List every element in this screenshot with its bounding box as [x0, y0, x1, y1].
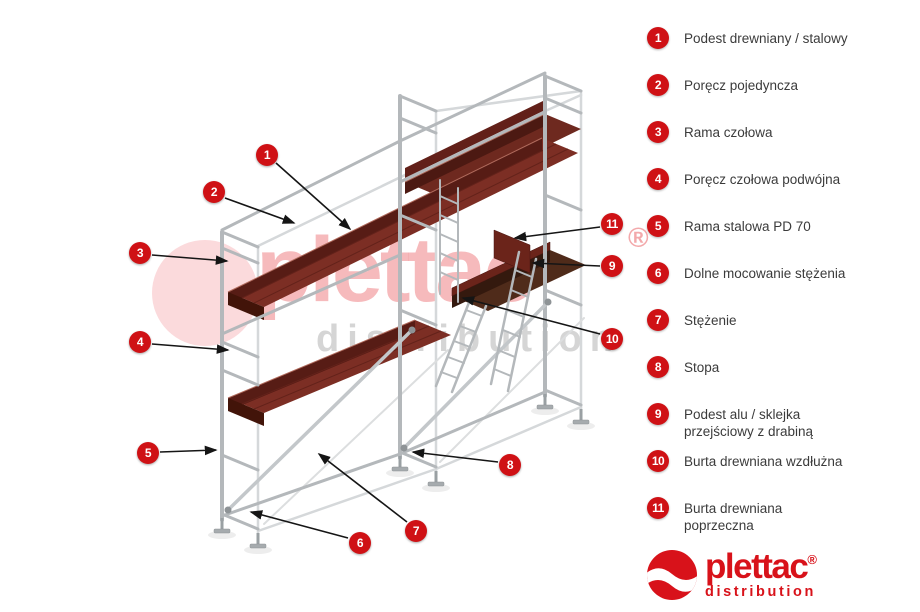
legend-item: 3 Rama czołowa: [647, 121, 909, 143]
legend-badge: 5: [647, 215, 669, 237]
guardrail-single: [220, 71, 547, 232]
foot-plate: [249, 533, 267, 549]
legend-item: 6 Dolne mocowanie stężenia: [647, 262, 909, 284]
legend-item: 8 Stopa: [647, 356, 909, 378]
callout-arrow-5: [159, 445, 218, 456]
callout-marker-10: 10: [601, 328, 623, 350]
legend-item: 7 Stężenie: [647, 309, 909, 331]
base-feet: [213, 394, 590, 549]
legend-label: Burta drewniana poprzeczna: [684, 501, 783, 533]
brand-logo-sub: distribution: [705, 583, 816, 600]
ladders: [434, 179, 538, 394]
legend-label: Poręcz czołowa podwójna: [684, 172, 841, 187]
deck-top-right: [404, 100, 581, 197]
legend-label: Dolne mocowanie stężenia: [684, 266, 846, 281]
legend-badge: 11: [647, 497, 669, 519]
legend-item: 5 Rama stalowa PD 70: [647, 215, 909, 237]
callout-arrow-4: [151, 343, 230, 354]
legend-badge: 4: [647, 168, 669, 190]
base-ledger: [220, 390, 547, 518]
ladder-vertical: [439, 179, 459, 303]
scaffold-frames: [220, 74, 583, 531]
callout-marker-2: 2: [203, 181, 225, 203]
legend-label: Rama stalowa PD 70: [684, 219, 811, 234]
brace-bay1: [226, 328, 414, 512]
callout-arrow-1: [275, 162, 352, 231]
legend-item: 2 Poręcz pojedyncza: [647, 74, 909, 96]
callout-arrow-3: [151, 254, 229, 265]
legend-label: Poręcz pojedyncza: [684, 78, 799, 93]
legend-label: Podest drewniany / stalowy: [684, 31, 848, 46]
legend-badge: 1: [647, 27, 669, 49]
deck-transition-platform: [451, 229, 586, 311]
brand-logo-words: plettac® distribution: [705, 547, 817, 600]
ladder-platform: [434, 298, 488, 394]
foot-plate: [391, 456, 409, 472]
callout-marker-5: 5: [137, 442, 159, 464]
guardrails: [220, 71, 547, 518]
legend-label: Burta drewniana wzdłużna: [684, 454, 843, 469]
callout-arrow-8: [411, 448, 499, 463]
legend-item: 10 Burta drewniana wzdłużna: [647, 450, 909, 472]
brace-couplers: [224, 298, 552, 514]
callout-arrow-6: [249, 510, 349, 539]
legend-badge: 3: [647, 121, 669, 143]
foot-plate: [572, 409, 590, 425]
callout-marker-3: 3: [129, 242, 151, 264]
brand-logo-name: plettac®: [705, 547, 817, 587]
brand-logo: plettac® distribution: [646, 549, 817, 601]
callout-arrow-10: [461, 296, 601, 335]
callout-marker-4: 4: [129, 331, 151, 353]
callout-arrow-9: [531, 258, 601, 269]
legend-label: Stopa: [684, 360, 720, 375]
callout-marker-6: 6: [349, 532, 371, 554]
callout-arrow-2: [224, 197, 296, 224]
legend-item: 4 Poręcz czołowa podwójna: [647, 168, 909, 190]
deck-lower-left: [227, 319, 451, 426]
callout-marker-7: 7: [405, 520, 427, 542]
foot-plate: [536, 394, 554, 410]
legend-item: 9 Podest alu / sklejka przejściowy z dra…: [647, 403, 909, 439]
brand-logo-mark: [647, 550, 697, 600]
end-guardrail-double-bottom: [220, 368, 260, 387]
legend-label: Stężenie: [684, 313, 737, 328]
callout-arrow-11: [513, 226, 601, 242]
deck-upper-long: [227, 137, 578, 320]
legend-badge: 7: [647, 309, 669, 331]
foot-plate: [427, 471, 445, 487]
foot-plate: [213, 518, 231, 534]
legend: 1 Podest drewniany / stalowy 2 Poręcz po…: [647, 27, 909, 544]
diagonal-braces: [224, 298, 552, 514]
callout-marker-11: 11: [601, 213, 623, 235]
legend-badge: 6: [647, 262, 669, 284]
callout-arrow-7: [317, 453, 408, 523]
legend-badge: 9: [647, 403, 669, 425]
toe-board-transverse: [493, 229, 531, 274]
legend-badge: 10: [647, 450, 669, 472]
ladder-leaning: [489, 250, 538, 393]
legend-label: Podest alu / sklejka przejściowy z drabi…: [684, 407, 814, 439]
brace-bay2: [402, 300, 550, 450]
legend-item: 11 Burta drewniana poprzeczna: [647, 497, 909, 533]
callout-marker-1: 1: [256, 144, 278, 166]
callout-marker-9: 9: [601, 255, 623, 277]
legend-badge: 8: [647, 356, 669, 378]
legend-label: Rama czołowa: [684, 125, 773, 140]
registered-mark: ®: [807, 552, 817, 568]
legend-badge: 2: [647, 74, 669, 96]
callout-arrows: [151, 162, 601, 539]
legend-item: 1 Podest drewniany / stalowy: [647, 27, 909, 49]
callout-marker-8: 8: [499, 454, 521, 476]
